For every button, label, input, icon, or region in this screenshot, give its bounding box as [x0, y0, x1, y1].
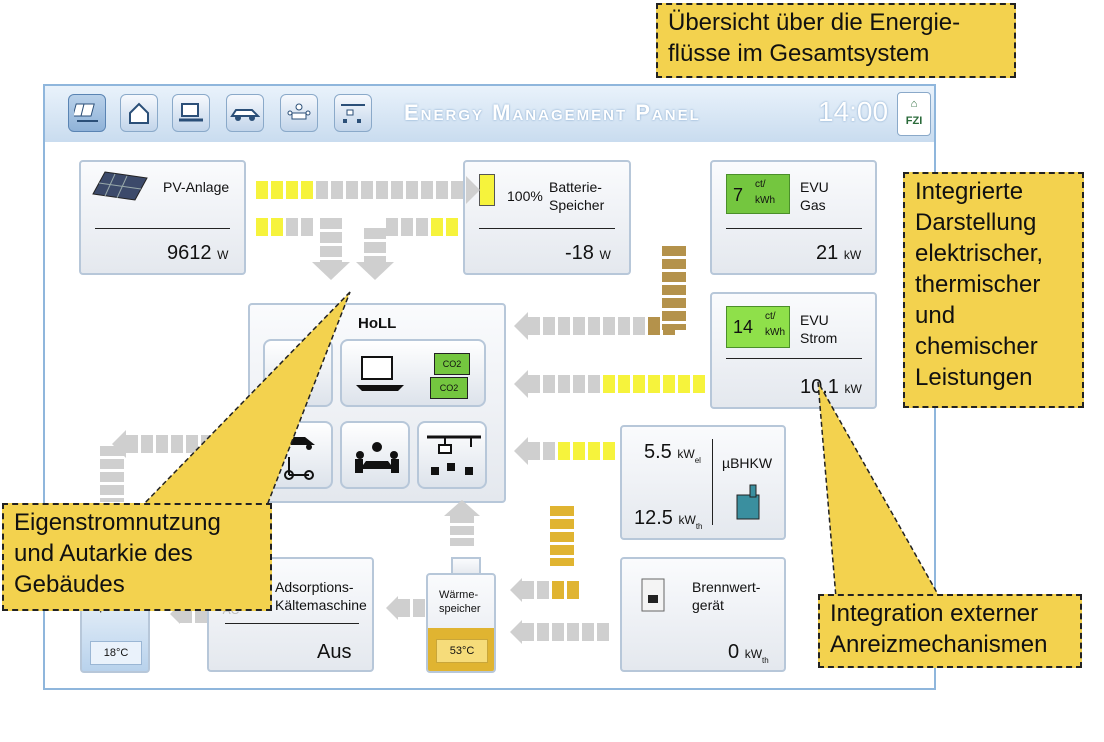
waerme-temp: 53°C [436, 639, 488, 663]
battery-percent: 100% [507, 188, 543, 204]
strom-label-2: Strom [800, 330, 838, 346]
evu-gas-card[interactable]: 7 ct/ kWh EVU Gas 21 kW [710, 160, 877, 275]
flow-gas-holl [514, 312, 678, 340]
adsorption-value: Aus [317, 641, 352, 663]
boiler-icon [641, 578, 665, 612]
bhkw-th-value: 12.5 kWth [634, 507, 703, 531]
house-icon[interactable] [120, 94, 158, 132]
pv-icon[interactable] [68, 94, 106, 132]
bhkw-card[interactable]: 5.5 kWel 12.5 kWth µBHKW [620, 425, 786, 540]
chp-unit-icon [736, 484, 760, 520]
callout-integrated: Integrierte Darstellung elektrischer, th… [903, 172, 1084, 408]
battery-label-2: Speicher [549, 197, 605, 213]
panel-title: Energy Management Panel [404, 100, 701, 125]
flow-strom-holl [514, 370, 708, 398]
fzi-logo: ⌂ FZI [897, 92, 931, 136]
strom-price: 14 ct/ kWh [726, 306, 790, 348]
battery-value: -18 W [565, 242, 611, 264]
flow-pv-battery [256, 176, 480, 204]
brennwert-label-2: gerät [692, 597, 724, 613]
holl-title: HoLL [358, 315, 397, 332]
callout-incentives: Integration externer Anreizmechanismen [818, 594, 1082, 668]
waerme-label-2: speicher [439, 603, 481, 615]
car-icon[interactable] [226, 94, 264, 132]
pv-value: 9612 W [167, 242, 229, 264]
production-icon[interactable] [334, 94, 372, 132]
gas-label-2: Gas [800, 197, 826, 213]
gas-value: 21 kW [816, 242, 862, 264]
adsorption-label-2: Kältemaschine [275, 597, 367, 613]
solar-panel-icon [92, 171, 148, 201]
flow-waerme-adsorption [386, 596, 428, 620]
kaelte-temp: 18°C [90, 641, 142, 665]
callout-autarky: Eigenstromnutzung und Autarkie des Gebäu… [2, 503, 272, 611]
clock: 14:00 [818, 96, 889, 127]
laptop-icon[interactable] [172, 94, 210, 132]
waerme-speicher[interactable]: Wärme- speicher 53°C [426, 573, 496, 673]
brennwert-label-1: Brennwert- [692, 579, 761, 595]
battery-label-1: Batterie- [549, 179, 602, 195]
flow-bhkw-holl [514, 437, 618, 465]
holl-meeting-tile[interactable] [340, 421, 410, 489]
flow-brennwert-waerme [510, 620, 612, 644]
flow-bhkw-waerme [510, 578, 582, 602]
pv-card[interactable]: PV-Anlage 9612 W [79, 160, 246, 275]
flow-pv-holl [256, 218, 316, 236]
co2-badge-bottom: CO2 [430, 377, 468, 399]
gas-price: 7 ct/ kWh [726, 174, 790, 214]
meeting-icon [355, 442, 399, 473]
meeting-icon[interactable] [280, 94, 318, 132]
bhkw-el-value: 5.5 kWel [644, 441, 701, 465]
pv-label: PV-Anlage [163, 179, 230, 195]
waerme-label-1: Wärme- [439, 589, 479, 601]
evu-strom-card[interactable]: 14 ct/ kWh EVU Strom 10.1 kW [710, 292, 877, 409]
brennwert-card[interactable]: Brennwert- gerät 0 kWth [620, 557, 786, 672]
gas-label-1: EVU [800, 179, 829, 195]
brennwert-value: 0 kWth [728, 641, 769, 665]
holl-production-tile[interactable] [417, 421, 487, 489]
battery-card[interactable]: 100% Batterie- Speicher -18 W [463, 160, 631, 275]
co2-badge-top: CO2 [434, 353, 470, 375]
holl-office-tile[interactable]: CO2 CO2 [340, 339, 486, 407]
flow-battery-holl [386, 218, 461, 236]
bhkw-label: µBHKW [722, 455, 773, 471]
production-icon [427, 435, 481, 475]
adsorption-label-1: Adsorptions- [275, 579, 354, 595]
strom-label-1: EVU [800, 312, 829, 328]
laptop-icon [356, 356, 404, 391]
callout-overview: Übersicht über die Energie- flüsse im Ge… [656, 3, 1016, 78]
